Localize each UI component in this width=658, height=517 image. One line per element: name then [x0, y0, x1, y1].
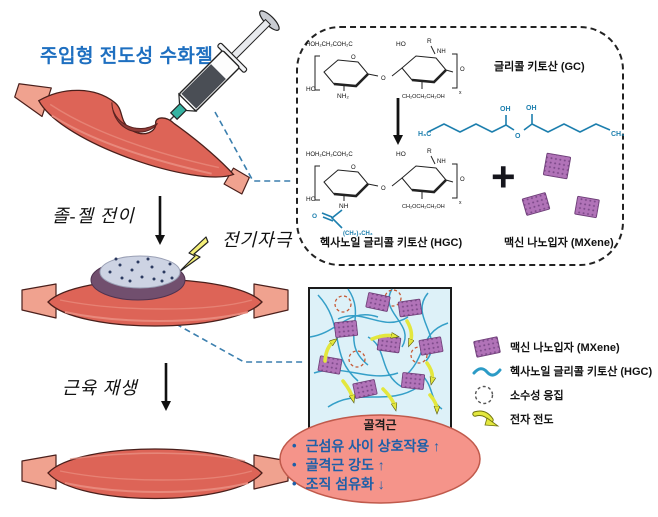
chem-bridge-oxygen: O: [381, 186, 386, 192]
outcome-text: 골격근 강도 ↑: [305, 457, 385, 473]
tendon-left: [14, 83, 52, 118]
tendon-left: [21, 283, 57, 319]
bullet-dot: •: [292, 438, 297, 453]
outcome-item: • 골격근 강도 ↑: [292, 457, 440, 473]
legend-item-hydrophobic: 소수성 응집: [472, 385, 652, 404]
bullet-dot: •: [292, 476, 297, 491]
electrical-stimulation-label: 전기자극: [222, 230, 293, 250]
hgc-label: 헥사노일 글리콜 키토산 (HGC): [320, 237, 463, 249]
chem-group-label: HO: [396, 151, 406, 158]
skeletal-muscle-surface: [279, 414, 481, 504]
chem-group-label: HO: [306, 86, 316, 93]
syringe-plunger-rod: [229, 18, 272, 61]
chem-group-label: NH₂: [337, 93, 349, 100]
muscle-stripe: [59, 470, 253, 481]
legend-label: 맥신 나노입자 (MXene): [510, 341, 620, 354]
regeneration-label: 근육 재생: [62, 378, 138, 398]
chem-group-label: OH: [500, 106, 511, 113]
hgc-structure: HOH₂CH₂COH₂C HO R NH HO NH CH₂OCH₂CH₂OH …: [306, 148, 465, 237]
mxene-particle: [521, 192, 551, 216]
chem-group-label: R: [427, 38, 432, 45]
chem-group-label: CH₂OCH₂CH₂OH: [402, 94, 445, 100]
chem-bracket-subscript: x: [459, 200, 462, 206]
syringe-flange: [217, 42, 248, 73]
chem-group-label: CH₂OCH₂CH₂OH: [402, 204, 445, 210]
chem-group-label: NH: [437, 49, 446, 55]
figure-title: 주입형 전도성 수화젤: [40, 46, 214, 67]
chem-group-label: CH₃: [611, 131, 624, 138]
outcome-item: • 조직 섬유화 ↓: [292, 476, 440, 492]
legend-label: 헥사노일 글리콜 키토산 (HGC): [510, 365, 653, 378]
muscle-stripe: [64, 311, 249, 322]
chem-group-label: OH: [526, 105, 537, 112]
plus-sign: +: [491, 153, 516, 200]
network-mxene-flakes: [317, 292, 444, 399]
electron-conduction-icon: [472, 410, 500, 427]
chem-ring-oxygen: O: [351, 165, 356, 171]
gc-structure: HOH₂CH₂COH₂C HO R NH HO NH₂ CH₂OCH₂CH₂OH…: [306, 38, 465, 100]
electron-conduction-arrows: [323, 319, 437, 410]
muscle-belly: [47, 448, 263, 500]
bullet-dot: •: [292, 457, 297, 472]
chem-group-label: NH: [437, 159, 446, 165]
gel-injected-muscle-illustration: [21, 255, 289, 327]
outcomes-list: • 근섬유 사이 상호작용 ↑ • 골격근 강도 ↑ • 조직 섬유화 ↓: [292, 438, 440, 492]
outcome-text: 근섬유 사이 상호작용 ↑: [305, 438, 441, 454]
hgc-polymer-icon: [472, 366, 502, 376]
tendon-left: [21, 454, 57, 490]
chem-group-label: HOH₂CH₂COH₂C: [306, 42, 353, 48]
chem-group-label: HO: [396, 41, 406, 48]
network-illustration: 골격근: [279, 288, 481, 504]
chem-bridge-oxygen: O: [381, 76, 386, 82]
synthesis-box: [296, 26, 624, 266]
legend: 맥신 나노입자 (MXene) 헥사노일 글리콜 키토산 (HGC) 소수성 응…: [472, 335, 652, 427]
skeletal-muscle-label: 골격근: [363, 417, 396, 432]
muscle-stripe: [59, 299, 253, 310]
legend-item-hgc: 헥사노일 글리콜 키토산 (HGC): [472, 362, 652, 379]
hydrophobic-aggregation-circles: [334, 289, 428, 368]
legend-item-electron: 전자 전도: [472, 410, 652, 427]
mxene-particle: [574, 195, 600, 219]
chem-carbonyl-oxygen: O: [312, 213, 317, 220]
chem-amide-nh: NH: [339, 203, 349, 210]
mxene-label: 맥신 나노입자 (MXene): [504, 237, 614, 249]
syringe-thumb-pad: [259, 10, 280, 31]
chem-group-label: R: [427, 148, 432, 155]
chem-end-oxygen: O: [460, 67, 465, 73]
regenerated-muscle-illustration: [21, 448, 289, 500]
chem-group-label: H₃C: [418, 131, 431, 138]
legend-label: 전자 전도: [510, 413, 554, 426]
hydrogel-particle-dots: [108, 257, 174, 283]
outcome-item: • 근섬유 사이 상호작용 ↑: [292, 438, 440, 454]
mxene-particles: [521, 152, 600, 219]
legend-label: 소수성 응집: [510, 389, 564, 402]
mxene-particle-icon: [473, 335, 501, 358]
muscle-stripe: [69, 452, 246, 462]
chem-end-oxygen: O: [460, 177, 465, 183]
network-box: 골격근: [279, 287, 481, 504]
outcome-text: 조직 섬유화 ↓: [305, 476, 385, 492]
chem-ring-oxygen: O: [351, 55, 356, 61]
muscle-stripe: [51, 114, 212, 175]
muscle-stripe: [49, 103, 220, 169]
chem-group-label: HOH₂CH₂COH₂C: [306, 152, 353, 158]
hydrogel-blob: [99, 255, 181, 289]
chem-group-label: O: [515, 133, 521, 140]
mxene-particle: [542, 152, 572, 180]
muscle-belly: [37, 89, 235, 178]
hydrophobic-aggregation-icon: [474, 385, 494, 404]
hexanoyl-linker-structure: H₃C OH O OH CH₃: [418, 105, 624, 140]
sol-gel-label: 졸-젤 전이: [52, 206, 135, 226]
gc-label: 글리콜 키토산 (GC): [494, 61, 585, 73]
chem-hexanoyl-chain: (CH₂)₄CH₃: [343, 231, 373, 237]
muscle-stripe: [64, 482, 249, 493]
damaged-muscle-illustration: [14, 83, 250, 195]
chem-bracket-subscript: x: [459, 90, 462, 96]
legend-item-mxene: 맥신 나노입자 (MXene): [472, 335, 652, 358]
chem-group-label: HO: [306, 196, 316, 203]
muscle-wound: [111, 102, 158, 133]
